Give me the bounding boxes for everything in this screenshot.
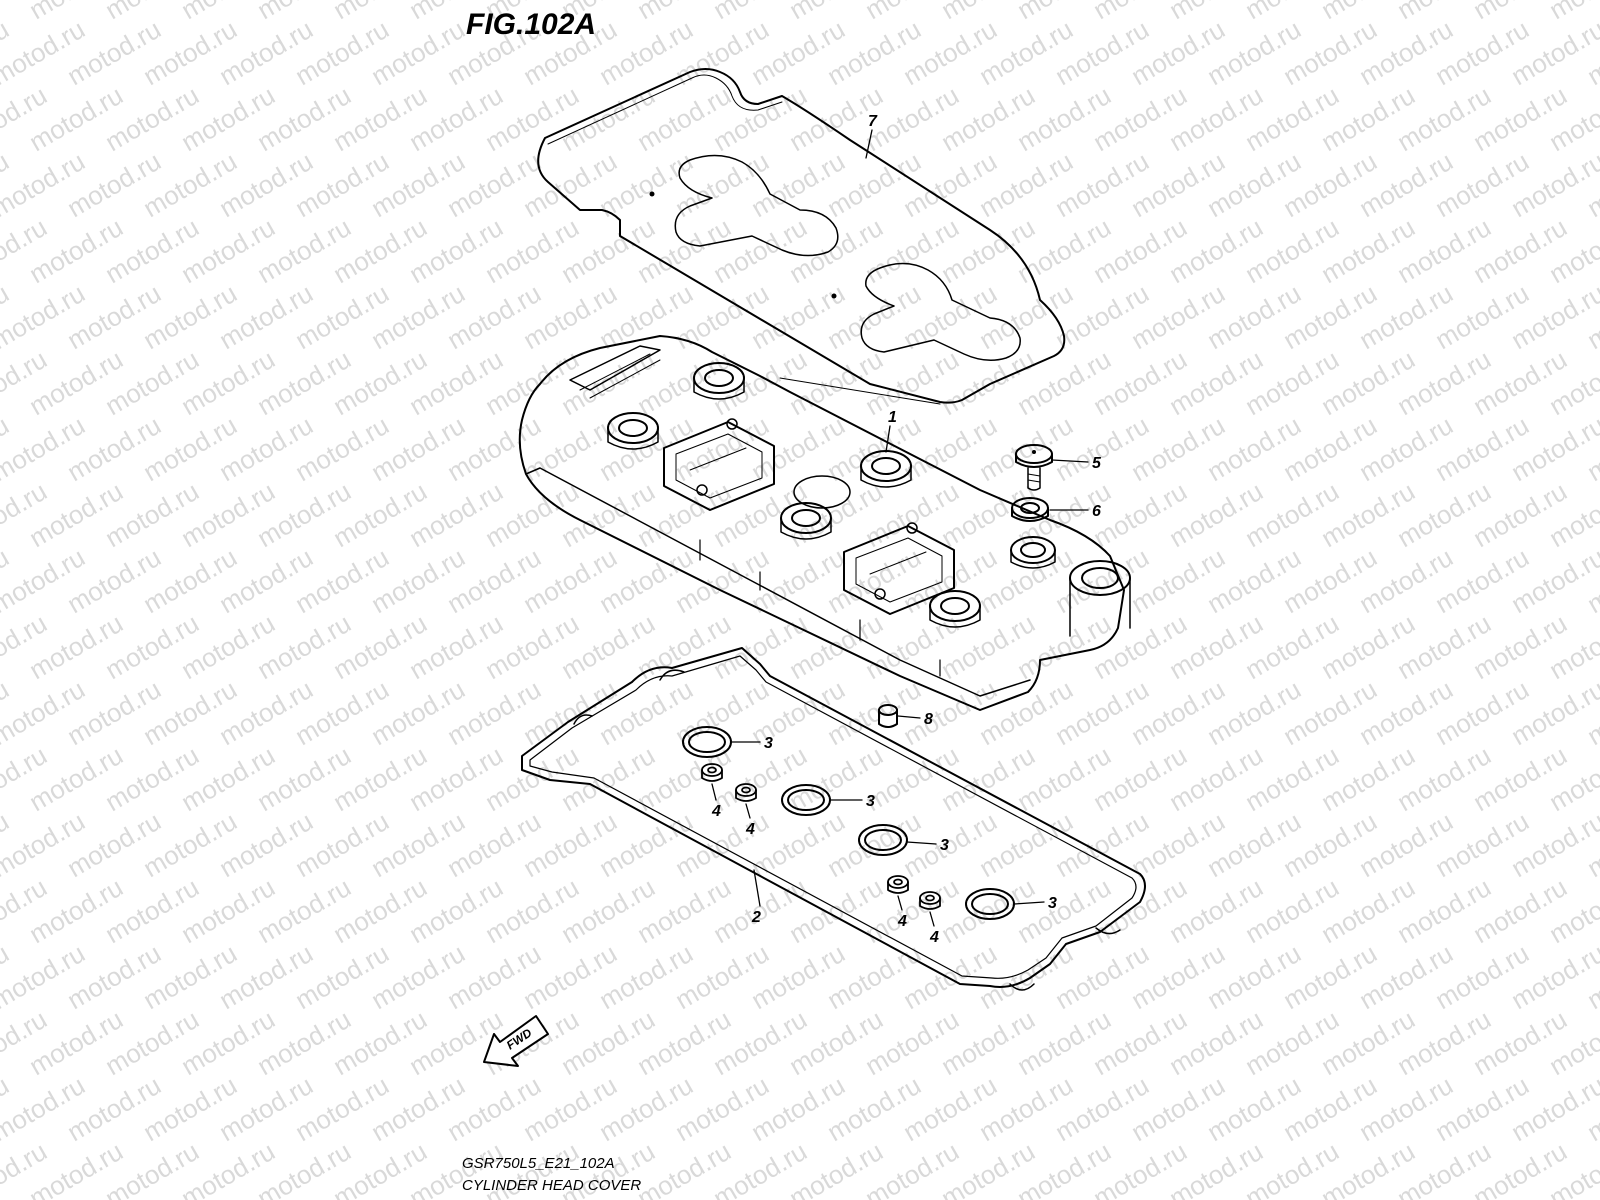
callout-label: 1 <box>888 409 897 426</box>
callout-label: 7 <box>868 113 878 130</box>
breather-boss <box>1069 560 1131 637</box>
callout-label: 4 <box>745 821 755 838</box>
cover-gasket-2 <box>521 647 1146 991</box>
plug-boss <box>607 412 659 450</box>
plug-boss <box>1010 536 1056 569</box>
callout-label: 2 <box>751 909 761 926</box>
callout-label: 3 <box>1048 895 1057 912</box>
gasket-plate-7 <box>537 68 1066 405</box>
dowel-8 <box>878 704 898 728</box>
callout-label: 4 <box>711 803 721 820</box>
grommet-4 <box>887 875 909 894</box>
callout-label: 6 <box>1092 503 1101 520</box>
callout-label: 8 <box>924 711 933 728</box>
grommet-6 <box>1011 497 1049 522</box>
plug-boss <box>780 502 832 540</box>
seal-ring-3 <box>858 824 908 856</box>
callout-label: 3 <box>764 735 773 752</box>
callout-label: 3 <box>866 793 875 810</box>
callout-label: 5 <box>1092 455 1102 472</box>
grommet-4 <box>919 891 941 910</box>
grommet-4 <box>735 783 757 802</box>
callout-label: 3 <box>940 837 949 854</box>
figure-caption: CYLINDER HEAD COVER <box>462 1177 641 1194</box>
leader-lines <box>711 129 1089 927</box>
figure-title: FIG.102A <box>466 8 596 41</box>
cylinder-head-cover-1 <box>518 335 1131 711</box>
plug-boss <box>693 362 745 400</box>
callout-label: 4 <box>897 913 907 930</box>
callout-label: 4 <box>929 929 939 946</box>
bolt-5 <box>1015 444 1053 491</box>
plug-boss <box>929 590 981 628</box>
figure-code: GSR750L5_E21_102A <box>462 1155 615 1172</box>
callout-labels: 7 1 5 6 8 3 3 3 3 4 4 4 4 2 <box>711 113 1102 946</box>
grommet-4 <box>701 763 723 782</box>
